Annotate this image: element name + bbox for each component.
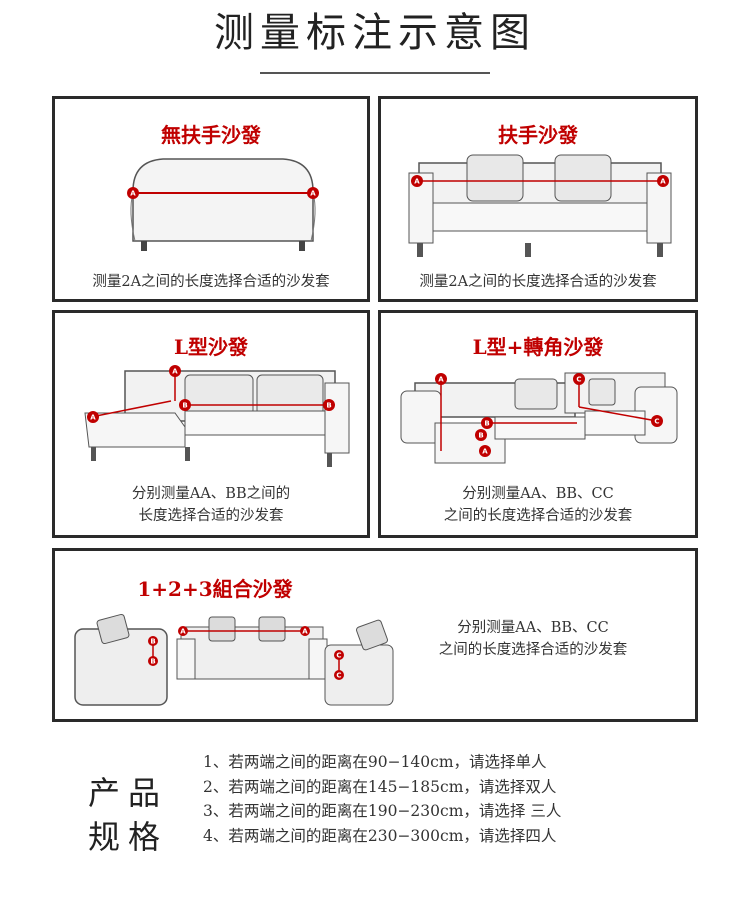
combo-sofa-illustration: A A B B C C <box>74 613 394 706</box>
svg-text:A: A <box>130 190 136 198</box>
svg-text:B: B <box>182 402 187 410</box>
svg-text:C: C <box>336 652 341 660</box>
marker-c-top: C <box>334 650 344 660</box>
marker-a-left: A <box>87 411 99 423</box>
arm-sofa-illustration: A A <box>408 154 672 257</box>
marker-a-top: A <box>435 373 447 385</box>
panel-caption: 分别测量AA、BB、CC 之间的长度选择合适的沙发套 <box>413 617 653 661</box>
panel-title: 1+2+3組合沙發 <box>137 577 293 601</box>
marker-c-right: C <box>651 415 663 427</box>
marker-a-top: A <box>169 365 181 377</box>
caption-line-2: 长度选择合适的沙发套 <box>138 508 284 524</box>
marker-a-right: A <box>307 187 319 199</box>
marker-b-bottom: B <box>148 656 158 666</box>
svg-text:A: A <box>414 178 420 186</box>
svg-text:A: A <box>302 628 308 636</box>
svg-text:C: C <box>576 376 581 384</box>
caption-line-2: 之间的长度选择合适的沙发套 <box>438 642 628 658</box>
svg-text:B: B <box>484 420 489 428</box>
marker-c-bottom: C <box>334 670 344 680</box>
panel-arm-sofa: 扶手沙發 A A 测量2A之间的长度选择合适的沙发套 <box>378 96 698 302</box>
caption-line-2: 之间的长度选择合适的沙发套 <box>443 508 633 524</box>
panel-title: L型+轉角沙發 <box>472 335 604 359</box>
svg-text:C: C <box>336 672 341 680</box>
marker-a-bottom: A <box>479 445 491 457</box>
panel-l-sofa: L型沙發 A A B B 分别测量AA、BB之间的 长度选择合适的沙发套 <box>52 310 370 538</box>
spec-item: 4、若两端之间的距离在230−300cm，请选择四人 <box>203 826 557 845</box>
caption-line-1: 分别测量AA、BB之间的 <box>131 486 291 502</box>
panel-title: 扶手沙發 <box>498 123 578 147</box>
panel-caption: 分别测量AA、BB之间的 长度选择合适的沙发套 <box>55 483 367 527</box>
panel-caption: 测量2A之间的长度选择合适的沙发套 <box>92 274 330 290</box>
svg-text:C: C <box>654 418 659 426</box>
panel-caption: 测量2A之间的长度选择合适的沙发套 <box>419 274 657 290</box>
svg-text:A: A <box>180 628 186 636</box>
panel-title: 無扶手沙發 <box>161 123 261 147</box>
svg-text:B: B <box>150 638 155 646</box>
marker-c-top: C <box>573 373 585 385</box>
caption-line-1: 分别测量AA、BB、CC <box>457 620 609 636</box>
l-sofa-illustration: A A B B <box>84 365 350 467</box>
svg-text:A: A <box>90 414 96 422</box>
caption-line-1: 分别测量AA、BB、CC <box>462 486 614 502</box>
marker-a-right: A <box>300 626 310 636</box>
svg-text:A: A <box>438 376 444 384</box>
spec-item: 1、若两端之间的距离在90−140cm，请选择单人 <box>203 753 547 771</box>
svg-text:B: B <box>326 402 331 410</box>
spec-heading-line-1: 产品 <box>88 774 169 812</box>
marker-a-right: A <box>657 175 669 187</box>
svg-text:A: A <box>482 448 488 456</box>
panel-combo-sofa: 1+2+3組合沙發 A A B B C C 分别测量AA、BB、CC 之间的长度… <box>52 548 698 722</box>
spec-list: 1、若两端之间的距离在90−140cm，请选择单人 2、若两端之间的距离在145… <box>203 750 703 848</box>
marker-a-left: A <box>178 626 188 636</box>
svg-text:A: A <box>660 178 666 186</box>
marker-b-top: B <box>148 636 158 646</box>
page-title: 测量标注示意图 <box>214 10 536 56</box>
panel-title: L型沙發 <box>173 335 249 359</box>
panel-caption: 分别测量AA、BB、CC 之间的长度选择合适的沙发套 <box>381 483 695 527</box>
panel-armless-sofa: 無扶手沙發 A A 测量2A之间的长度选择合适的沙发套 <box>52 96 370 302</box>
marker-b-left: B <box>179 399 191 411</box>
spec-heading-line-2: 规格 <box>88 818 169 856</box>
spec-item: 3、若两端之间的距离在190−230cm，请选择 三人 <box>203 802 562 820</box>
title-underline <box>260 72 490 74</box>
marker-b-right: B <box>323 399 335 411</box>
svg-text:A: A <box>172 368 178 376</box>
panel-l-corner-sofa: L型+轉角沙發 A A B B C C 分别测量AA、BB、CC 之间的长度选择… <box>378 310 698 538</box>
l-corner-sofa-illustration: A A B B C C <box>400 372 678 464</box>
marker-a-left: A <box>127 187 139 199</box>
marker-b-left: B <box>481 417 493 429</box>
svg-text:B: B <box>150 658 155 666</box>
marker-b-right: B <box>475 429 487 441</box>
armless-sofa-illustration: A A <box>127 158 319 251</box>
spec-item: 2、若两端之间的距离在145−185cm，请选择双人 <box>203 777 557 796</box>
marker-a-left: A <box>411 175 423 187</box>
svg-text:A: A <box>310 190 316 198</box>
svg-text:B: B <box>478 432 483 440</box>
